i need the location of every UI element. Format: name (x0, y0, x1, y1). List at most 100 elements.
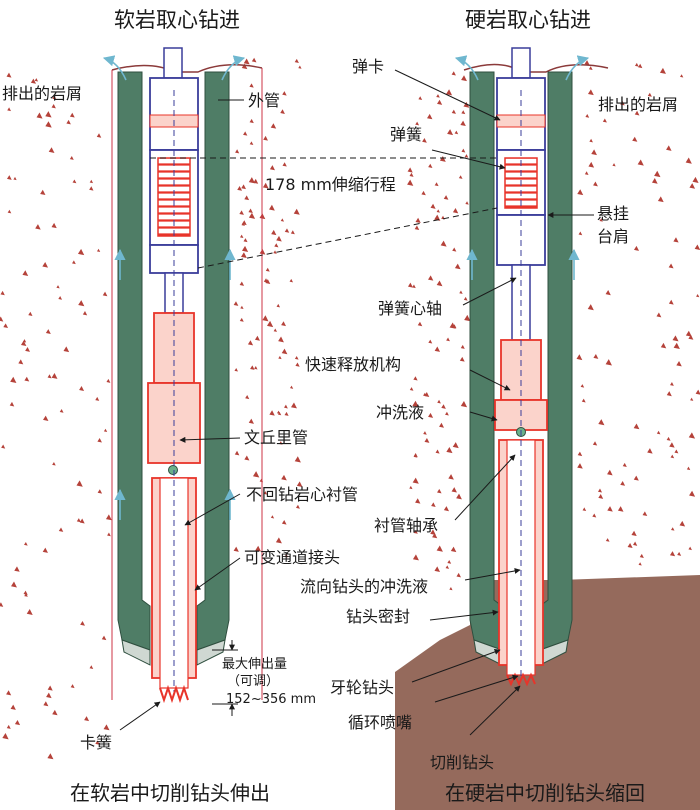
speckle (607, 506, 613, 512)
label-venturi: 文丘里管 (244, 428, 308, 447)
speckle (10, 704, 16, 710)
title-left: 软岩取心钻进 (114, 8, 240, 32)
speckle (269, 204, 275, 211)
speckle (456, 493, 462, 500)
speckle (631, 530, 637, 537)
speckle (633, 423, 640, 430)
speckle (284, 404, 288, 409)
speckle (276, 303, 281, 308)
speckle (284, 228, 290, 233)
speckle (82, 311, 88, 316)
speckle (280, 218, 285, 222)
speckle (58, 296, 63, 300)
speckle (460, 344, 465, 349)
label-core-catcher: 卡簧 (80, 733, 112, 752)
speckle (241, 252, 247, 259)
speckle (40, 189, 46, 196)
right-borehole (463, 63, 609, 73)
speckle (445, 565, 450, 569)
speckle (244, 455, 250, 461)
speckle (247, 340, 254, 346)
speckle (79, 385, 85, 391)
speckle (674, 449, 679, 454)
speckle (415, 498, 421, 504)
speckle (59, 408, 64, 413)
speckle (417, 321, 423, 327)
speckle (454, 130, 459, 135)
speckle (263, 278, 269, 283)
speckle (66, 119, 71, 125)
speckle (248, 212, 256, 219)
speckle (47, 685, 53, 691)
speckle (671, 527, 675, 531)
speckle (592, 513, 597, 518)
speckle (45, 329, 51, 335)
speckle (413, 529, 418, 534)
speckle (243, 238, 248, 243)
speckle (24, 376, 30, 382)
label-cutting-bit: 切削钻头 (430, 753, 494, 772)
speckle (581, 398, 586, 403)
speckle (612, 163, 616, 167)
speckle (3, 323, 9, 329)
speckle (84, 716, 90, 722)
speckle (290, 230, 295, 235)
speckle (412, 477, 419, 484)
speckle (695, 389, 700, 395)
speckle (605, 538, 610, 542)
speckle (103, 428, 108, 433)
speckle (656, 312, 662, 318)
speckle (669, 442, 675, 448)
speckle (281, 321, 287, 327)
speckle (461, 148, 466, 153)
speckle (413, 376, 418, 381)
speckle (461, 110, 466, 115)
speckle (243, 58, 250, 65)
speckle (42, 547, 48, 553)
rock-cuttings-speckles (0, 57, 700, 760)
speckle (270, 123, 277, 129)
speckle (295, 504, 300, 509)
speckle (20, 340, 27, 347)
speckle (413, 453, 418, 458)
speckle (0, 316, 4, 322)
speckle (670, 454, 675, 459)
speckle (588, 161, 595, 168)
caption-right: 在硬岩中切削钻头缩回 (445, 781, 645, 805)
speckle (51, 373, 58, 379)
speckle (48, 147, 55, 153)
speckle (95, 396, 100, 401)
label-cuttings-right: 排出的岩屑 (598, 95, 678, 114)
speckle (72, 179, 77, 184)
speckle (434, 566, 441, 572)
speckle (243, 131, 248, 136)
speckle (465, 201, 469, 205)
speckle (637, 159, 644, 166)
speckle (461, 75, 467, 82)
speckle (632, 136, 638, 142)
speckle (692, 176, 699, 184)
speckle (620, 100, 625, 106)
speckle (424, 437, 430, 443)
speckle (428, 275, 434, 281)
speckle (265, 279, 271, 285)
speckle (9, 401, 15, 407)
label-nozzle: 循环喷嘴 (348, 713, 412, 732)
speckle (642, 511, 648, 517)
speckle (598, 419, 605, 426)
speckle (427, 113, 433, 120)
speckle (274, 243, 279, 248)
speckle (588, 66, 593, 70)
speckle (239, 281, 245, 286)
speckle (254, 335, 260, 341)
label-liner-bearing: 衬管轴承 (374, 516, 438, 535)
speckle (451, 487, 457, 493)
speckle (651, 178, 658, 184)
speckle (689, 490, 696, 497)
speckle (89, 186, 94, 191)
speckle (647, 92, 652, 97)
speckle (460, 400, 468, 408)
speckle (6, 690, 12, 696)
speckle (440, 240, 447, 247)
speckle (690, 397, 694, 401)
